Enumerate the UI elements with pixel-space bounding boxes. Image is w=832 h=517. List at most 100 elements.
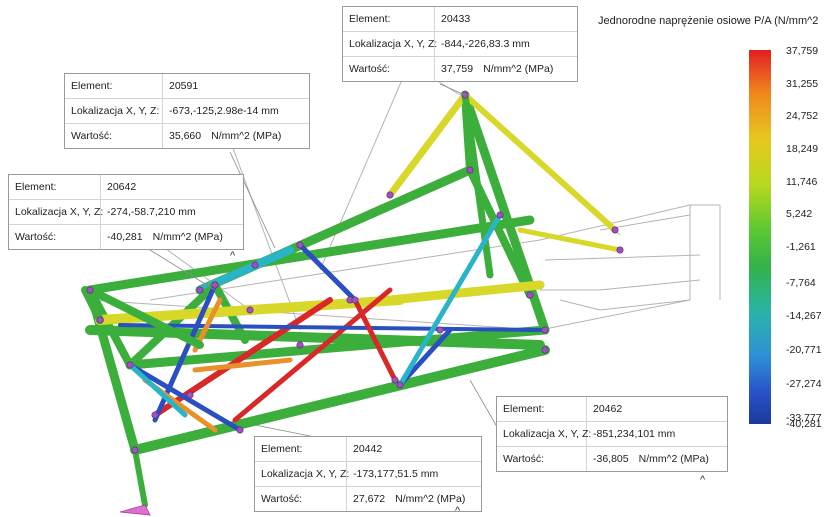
wireframe-line <box>229 139 301 331</box>
frame-node <box>126 361 134 369</box>
probe-location: -851,234,101 mm <box>593 428 676 440</box>
probe-element-id: 20591 <box>169 80 199 92</box>
probe-location: -673,-125,2.98e-14 mm <box>169 105 279 117</box>
frame-node <box>196 286 204 294</box>
probe-value: -40,281 <box>107 231 143 243</box>
beam-element <box>192 357 293 373</box>
beam-element <box>127 362 243 433</box>
probe-element-label: Element: <box>497 397 587 421</box>
probe-element-label: Element: <box>9 175 101 199</box>
legend-tick: -7,764 <box>786 277 816 289</box>
legend-tick: -40,281 <box>786 418 822 430</box>
probe-element-id: 20442 <box>353 443 383 455</box>
probe-label-20433[interactable]: Element:20433 Lokalizacja X, Y, Z:-844,-… <box>342 6 578 82</box>
wireframe-line <box>89 299 541 331</box>
probe-label-20442[interactable]: Element:20442 Lokalizacja X, Y, Z:-173,1… <box>254 436 482 512</box>
probe-unit: N/mm^2 (MPa) <box>638 453 709 465</box>
probe-value-label: Wartość: <box>343 57 435 81</box>
frame-node <box>151 411 159 419</box>
frame-node <box>296 341 304 349</box>
probe-location: -274,-58.7,210 mm <box>107 206 196 218</box>
beam-element <box>130 345 550 455</box>
legend-tick: 18,249 <box>786 143 819 155</box>
wireframe-line <box>539 299 691 331</box>
collapse-chevron-icon[interactable]: ^ <box>230 250 236 262</box>
frame-node <box>246 306 254 314</box>
frame-node <box>541 346 549 354</box>
probe-location-label: Lokalizacja X, Y, Z: <box>497 422 591 446</box>
beam-element <box>352 297 398 383</box>
beam-element <box>397 327 453 388</box>
frame-node <box>496 211 504 219</box>
support-constraint-icon <box>119 504 151 516</box>
beam-element <box>386 91 469 199</box>
probe-element-label: Element: <box>65 74 163 98</box>
legend-tick: -1,261 <box>786 241 816 253</box>
frame-node <box>351 296 359 304</box>
probe-value-label: Wartość: <box>497 447 587 471</box>
probe-element-id: 20433 <box>441 13 471 25</box>
probe-value: 35,660 <box>169 130 202 142</box>
beam-element <box>86 286 204 349</box>
probe-location-label: Lokalizacja X, Y, Z: <box>343 32 437 56</box>
beam-element <box>462 92 618 233</box>
collapse-chevron-icon[interactable]: ^ <box>455 505 461 517</box>
legend-tick: 37,759 <box>786 45 819 57</box>
frame-node <box>211 281 219 289</box>
beam-element <box>385 280 545 305</box>
frame-node <box>96 316 104 324</box>
probe-unit: N/mm^2 (MPa) <box>211 130 282 142</box>
frame-node <box>396 381 404 389</box>
legend-title: Jednorodne naprężenie osiowe P/A (N/mm^2 <box>598 15 819 27</box>
probe-location-label: Lokalizacja X, Y, Z: <box>65 99 163 123</box>
frame-node <box>236 426 244 434</box>
probe-value-label: Wartość: <box>9 225 101 249</box>
beam-element <box>118 323 542 332</box>
collapse-chevron-icon[interactable]: ^ <box>700 474 706 486</box>
beam-element <box>297 242 358 303</box>
probe-value-label: Wartość: <box>65 124 163 148</box>
legend-tick: -14,267 <box>786 310 822 322</box>
frame-node <box>526 291 534 299</box>
probe-element-id: 20642 <box>107 181 137 193</box>
frame-node <box>436 326 444 334</box>
probe-value: -36,805 <box>593 453 629 465</box>
probe-location-label: Lokalizacja X, Y, Z: <box>9 200 103 224</box>
beam-element <box>517 227 623 253</box>
probe-location: -844,-226,83.3 mm <box>441 38 530 50</box>
legend-color-bar <box>749 50 771 424</box>
probe-leader-line <box>229 151 276 249</box>
probe-leader-line <box>439 83 466 96</box>
probe-label-20642[interactable]: Element: 20642 Lokalizacja X, Y, Z: -274,-… <box>8 174 244 250</box>
legend-tick: 11,746 <box>786 176 818 188</box>
probe-label-20462[interactable]: Element:20462 Lokalizacja X, Y, Z:-851,2… <box>496 396 728 472</box>
frame-node <box>186 391 194 399</box>
legend-tick: -20,771 <box>786 344 822 356</box>
beam-element <box>466 166 534 299</box>
wireframe-line <box>559 299 601 311</box>
beam-element <box>132 447 148 508</box>
legend-tick: 5,242 <box>786 208 813 220</box>
frame-node <box>541 326 549 334</box>
probe-value: 27,672 <box>353 493 386 505</box>
beam-element <box>81 286 104 324</box>
wireframe-line <box>539 204 691 241</box>
probe-location: -173,177,51.5 mm <box>353 468 439 480</box>
probe-unit: N/mm^2 (MPa) <box>395 493 466 505</box>
frame-node <box>466 166 474 174</box>
frame-node <box>616 246 624 254</box>
legend-tick: 31,255 <box>786 78 819 90</box>
wireframe-line <box>599 279 701 291</box>
probe-unit: N/mm^2 (MPa) <box>152 231 223 243</box>
frame-node <box>131 446 139 454</box>
wireframe-line <box>599 299 691 311</box>
probe-label-20591[interactable]: Element: 20591 Lokalizacja X, Y, Z: -673,-… <box>64 73 310 149</box>
beam-element <box>125 325 550 370</box>
beam-element <box>86 286 134 369</box>
frame-node <box>386 191 394 199</box>
frame-node <box>86 286 94 294</box>
probe-location-label: Lokalizacja X, Y, Z: <box>255 462 349 486</box>
frame-node <box>296 241 304 249</box>
